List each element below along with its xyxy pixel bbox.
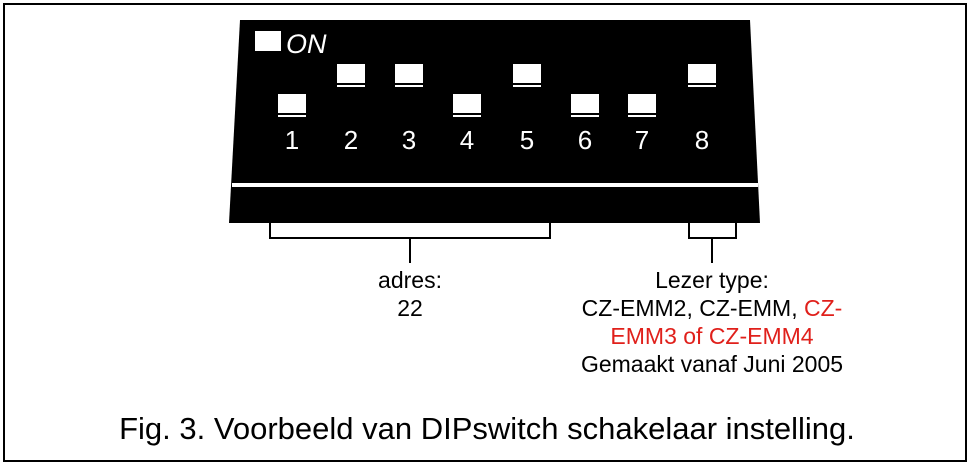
reader-line2: EMM3 of CZ-EMM4 [610,323,814,349]
address-label-block: adres: 22 [360,266,460,322]
dip-switch-6-lever [571,94,599,113]
dip-switch-8-lever [688,64,716,83]
dip-switch-6-number: 6 [578,125,592,155]
body-separator-line [232,183,758,187]
dip-switch-1-number: 1 [285,125,299,155]
reader-line1-black: CZ-EMM2, CZ-EMM, [581,295,804,321]
dip-switch-3-lever-edge [395,85,423,87]
dip-switch-3-lever [395,64,423,83]
dip-switch-5-number: 5 [520,125,534,155]
reader-label-block: Lezer type: CZ-EMM2, CZ-EMM, CZ- EMM3 of… [557,266,867,378]
dip-switch-7-lever [628,94,656,113]
dip-switch-2-number: 2 [344,125,358,155]
dip-switch-7-number: 7 [635,125,649,155]
on-label: ON [286,29,327,59]
dip-switch-1-lever [278,94,306,113]
reader-line1: CZ-EMM2, CZ-EMM, CZ- [557,294,867,322]
dip-switch-8-lever-edge [688,85,716,87]
dip-switch-5-lever-edge [513,85,541,87]
figure-caption: Fig. 3. Voorbeeld van DIPswitch schakela… [119,411,855,446]
dip-switch-3-number: 3 [402,125,416,155]
on-indicator-square [255,31,281,51]
dip-switch-2-lever [337,64,365,83]
dip-switch-8-number: 8 [695,125,709,155]
dip-switch-7-lever-edge [628,115,656,117]
figure-frame [3,3,967,462]
dip-switch-5-lever [513,64,541,83]
reader-line1-red: CZ- [803,295,843,321]
dip-switch-1-lever-edge [278,115,306,117]
address-label: adres: [378,267,442,293]
reader-line3: Gemaakt vanaf Juni 2005 [580,351,844,377]
dip-switch-2-lever-edge [337,85,365,87]
dip-switch-4-number: 4 [460,125,474,155]
reader-label: Lezer type: [655,267,769,293]
address-value: 22 [397,295,423,321]
dip-switch-4-lever [453,94,481,113]
dip-switch-6-lever-edge [571,115,599,117]
dip-switch-4-lever-edge [453,115,481,117]
